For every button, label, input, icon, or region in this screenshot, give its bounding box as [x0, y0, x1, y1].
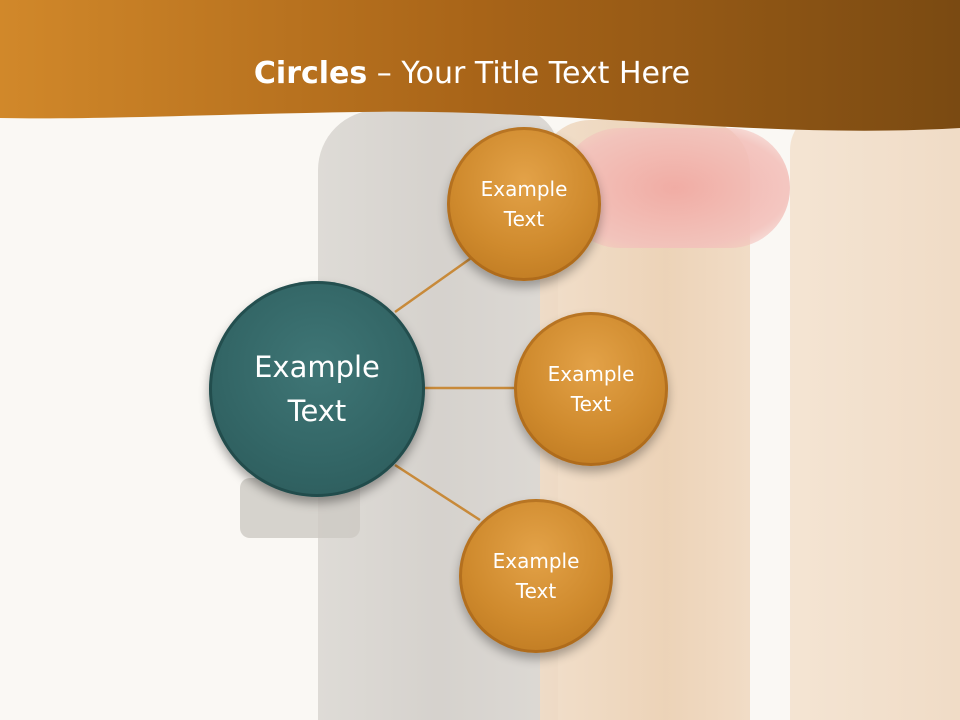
center-circle-label: Example Text [254, 350, 380, 428]
slide-title: Circles – Your Title Text Here [0, 52, 944, 96]
connector-bottom [394, 463, 481, 522]
center-circle: Example Text [209, 281, 425, 497]
background-photo-pants-right [790, 110, 960, 720]
node-circle-bottom: Example Text [459, 499, 613, 653]
title-bold: Circles [253, 56, 368, 91]
connector-top [394, 254, 475, 314]
title-rest: – Your Title Text Here [367, 56, 691, 91]
node-circle-top: Example Text [447, 127, 601, 281]
node-circle-label: Example Text [480, 177, 568, 231]
node-circle-middle: Example Text [514, 312, 668, 466]
node-circle-label: Example Text [547, 362, 635, 416]
header-banner [0, 0, 960, 131]
node-circle-label: Example Text [492, 549, 580, 603]
